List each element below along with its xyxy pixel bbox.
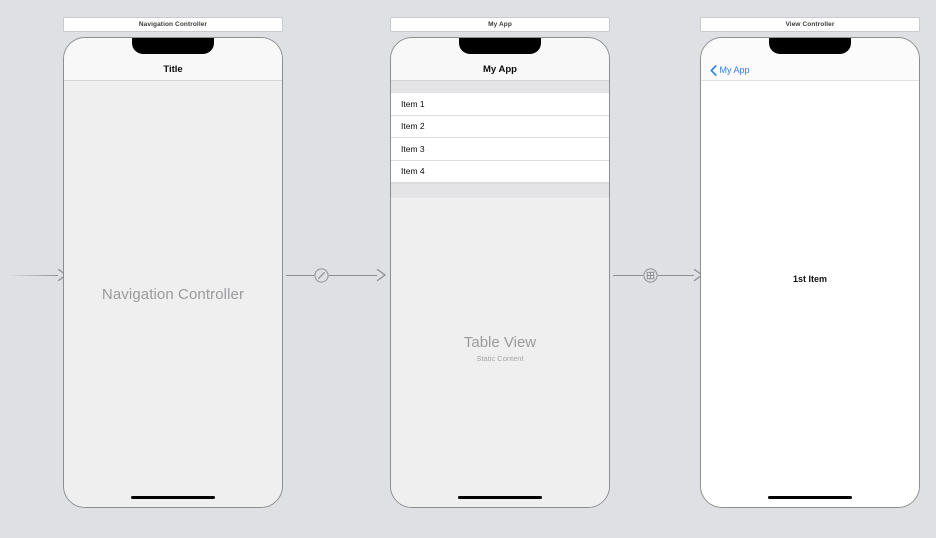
table-cell-label: Item 1 <box>401 98 425 109</box>
scene-title-my-app[interactable]: My App <box>390 17 610 32</box>
connector-line-left <box>286 274 314 276</box>
phone-body-1: Navigation Controller <box>64 81 282 507</box>
table-cell-label: Item 2 <box>401 121 425 132</box>
chevron-left-icon <box>710 65 717 76</box>
table-view-placeholder-subtitle: Static Content <box>476 354 524 363</box>
table-cell-label: Item 3 <box>401 143 425 154</box>
table-row[interactable]: Item 2 <box>391 115 609 138</box>
phone-body-3: 1st Item <box>701 81 919 507</box>
navigation-controller-placeholder-label: Navigation Controller <box>101 285 245 303</box>
scene-view-controller[interactable]: View Controller My App 1st Item <box>700 17 920 508</box>
table-view-placeholder-title: Table View <box>463 334 537 351</box>
content-label-1st-item: 1st Item <box>792 274 827 284</box>
relationship-segue-icon[interactable] <box>314 267 329 283</box>
scene-title-navigation-controller[interactable]: Navigation Controller <box>63 17 283 32</box>
connector-line-left <box>613 274 643 276</box>
table-row[interactable]: Item 1 <box>391 93 609 116</box>
phone-device-2[interactable]: My App Item 1 Item 2 Item 3 Item 4 <box>390 37 610 508</box>
back-button-label: My App <box>719 65 750 75</box>
connector-relationship-segue[interactable] <box>286 260 389 290</box>
table-row[interactable]: Item 3 <box>391 138 609 161</box>
phone-notch <box>132 38 214 54</box>
home-indicator-3 <box>768 496 852 499</box>
table-empty-area: Table View Static Content <box>391 198 609 507</box>
navbar-title-1: Title <box>163 64 183 75</box>
connector-line-right <box>329 274 377 276</box>
scene-title-view-controller[interactable]: View Controller <box>700 17 920 32</box>
scene-navigation-controller[interactable]: Navigation Controller Title Navigation C… <box>63 17 283 508</box>
scene-my-app[interactable]: My App My App Item 1 Item 2 Item 3 Item … <box>390 17 610 508</box>
phone-notch <box>769 38 851 54</box>
connector-line-right <box>658 274 694 276</box>
table-section-footer-band <box>391 183 609 198</box>
table-view-placeholder: Table View Static Content <box>391 334 609 363</box>
arrow-right-icon <box>376 268 386 282</box>
table-cell-label: Item 4 <box>401 166 425 177</box>
phone-body-2: Item 1 Item 2 Item 3 Item 4 Table View S… <box>391 81 609 507</box>
table-row[interactable]: Item 4 <box>391 160 609 183</box>
home-indicator-1 <box>131 496 215 499</box>
home-indicator-2 <box>458 496 542 499</box>
back-button[interactable]: My App <box>710 65 750 76</box>
phone-device-3[interactable]: My App 1st Item <box>700 37 920 508</box>
navigation-controller-placeholder: Navigation Controller <box>64 81 282 507</box>
navbar-title-2: My App <box>483 64 517 75</box>
connector-line <box>8 274 58 276</box>
show-segue-icon[interactable] <box>643 267 658 283</box>
phone-notch <box>459 38 541 54</box>
connector-show-segue[interactable] <box>613 260 705 290</box>
table-section-header-band <box>391 81 609 93</box>
phone-device-1[interactable]: Title Navigation Controller <box>63 37 283 508</box>
